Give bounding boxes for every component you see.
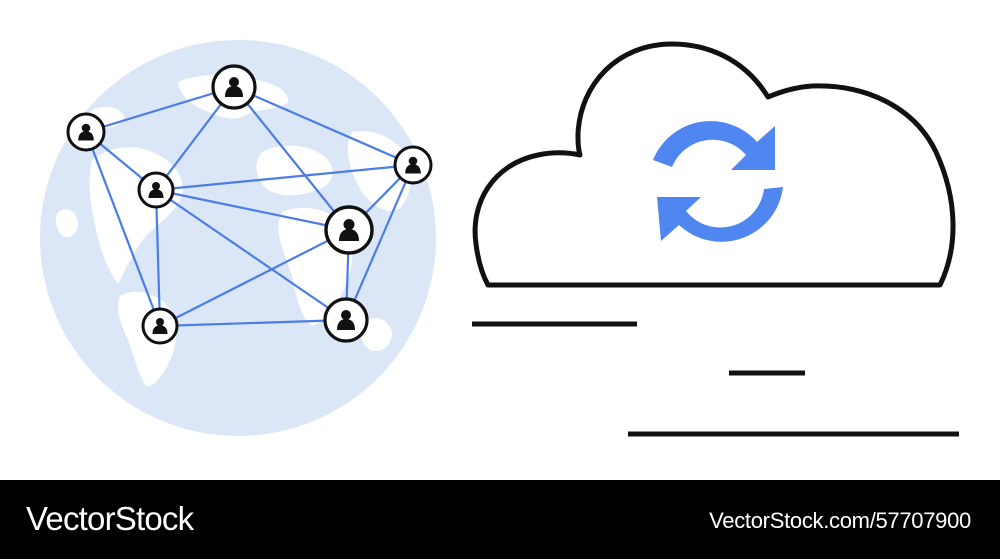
network-lines <box>84 85 415 328</box>
illustration <box>40 40 959 437</box>
person-icon <box>211 64 257 110</box>
speed-lines <box>472 321 959 437</box>
cloud-icon <box>472 41 956 288</box>
image-credit[interactable]: VectorStock.com/57707900 <box>709 508 971 533</box>
network-nodes <box>66 64 433 345</box>
person-icon <box>393 145 433 185</box>
footer-bar: VectorStock VectorStock.com/57707900 <box>0 480 1000 559</box>
person-icon <box>137 171 175 209</box>
person-icon <box>66 112 106 152</box>
sync-arrows-icon <box>653 121 783 242</box>
person-icon <box>324 205 374 255</box>
brand-logo[interactable]: VectorStock <box>26 500 194 537</box>
person-icon <box>141 307 179 345</box>
globe-icon <box>40 40 436 436</box>
person-icon <box>323 297 369 343</box>
